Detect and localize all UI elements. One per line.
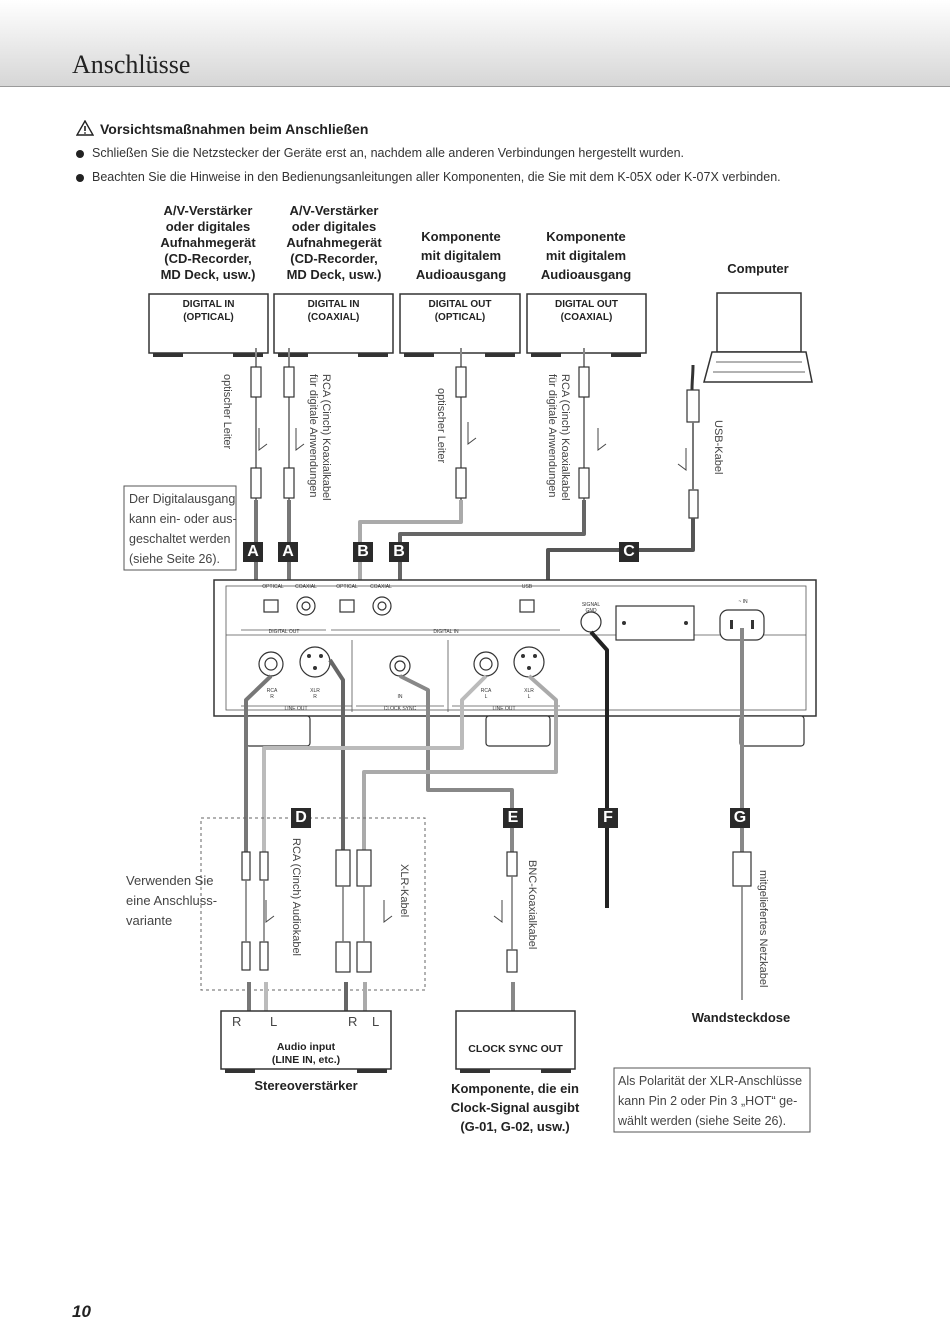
cable-label-coax-b: RCA (Cinch) Koaxialkabel für digitale An… bbox=[546, 374, 571, 501]
clock-device-box bbox=[455, 1010, 576, 1070]
device-box-digital-out-coaxial bbox=[526, 293, 647, 354]
badge-d-audio: D bbox=[291, 808, 311, 828]
device-box-digital-in-optical bbox=[148, 293, 269, 354]
panel-signal-gnd: SIGNAL GND bbox=[581, 602, 601, 614]
port-label-1: DIGITAL IN (OPTICAL) bbox=[182, 299, 235, 323]
clock-port-label: CLOCK SYNC OUT bbox=[468, 1043, 563, 1055]
variant-area bbox=[200, 817, 426, 991]
stereo-amp-box bbox=[220, 1010, 392, 1070]
page-header bbox=[0, 0, 950, 87]
amp-input-label: Audio input (LINE IN, etc.) bbox=[271, 1041, 341, 1066]
port-label-4: DIGITAL OUT (COAXIAL) bbox=[555, 299, 618, 323]
warning-heading-text: Vorsichtsmaßnahmen beim Anschließen bbox=[100, 121, 369, 137]
device-box-digital-out-optical bbox=[399, 293, 521, 354]
panel-rca-r: RCA R bbox=[266, 688, 278, 700]
badge-b-optical: B bbox=[353, 542, 373, 562]
device-label-av-1: A/V-Verstärker oder digitales Aufnahmege… bbox=[160, 203, 256, 282]
amp-name: Stereoverstärker bbox=[254, 1078, 358, 1093]
badge-g-power: G bbox=[730, 808, 750, 828]
device-label-comp-2: Komponente mit digitalem Audioausgang bbox=[540, 229, 632, 282]
panel-coaxial-2: COAXIAL bbox=[370, 584, 392, 590]
bullet-1: Schließen Sie die Netzstecker der Geräte… bbox=[76, 146, 684, 160]
badge-c-usb: C bbox=[619, 542, 639, 562]
warning-icon bbox=[75, 119, 95, 136]
device-label-computer: Computer bbox=[727, 261, 789, 276]
page-number: 10 bbox=[72, 1302, 91, 1321]
cable-label-usb: USB-Kabel bbox=[712, 420, 724, 475]
badge-a-coaxial: A bbox=[278, 542, 298, 562]
cable-label-xlr: XLR-Kabel bbox=[398, 864, 410, 918]
badge-f-gnd: F bbox=[598, 808, 618, 828]
device-box-digital-in-coaxial bbox=[273, 293, 394, 354]
page-title: Anschlüsse bbox=[72, 50, 191, 79]
laptop-icon bbox=[703, 292, 813, 383]
panel-line-out-1: LINE OUT bbox=[284, 706, 308, 712]
panel-optical-2: OPTICAL bbox=[336, 584, 358, 590]
panel-digital-in: DIGITAL IN bbox=[433, 629, 459, 635]
amp-r-2: R bbox=[348, 1014, 358, 1029]
note-digital-out: Der Digitalausgang kann ein- oder aus- g… bbox=[129, 492, 237, 566]
panel-usb: USB bbox=[521, 584, 533, 590]
port-label-3: DIGITAL OUT (OPTICAL) bbox=[428, 299, 492, 323]
cable-label-rca-audio: RCA (Cinch) Audiokabel bbox=[290, 838, 302, 957]
device-label-av-2: A/V-Verstärker oder digitales Aufnahmege… bbox=[286, 203, 382, 282]
panel-xlr-r: XLR R bbox=[310, 688, 320, 700]
amp-r-1: R bbox=[232, 1014, 242, 1029]
panel-ac-in: ~ IN bbox=[738, 599, 748, 605]
clock-device-name: Komponente, die ein Clock-Signal ausgibt… bbox=[450, 1081, 580, 1134]
cable-label-coax-a: RCA (Cinch) Koaxialkabel für digitale An… bbox=[307, 374, 332, 501]
wall-socket-label: Wandsteckdose bbox=[691, 1010, 791, 1025]
badge-e-bnc: E bbox=[503, 808, 523, 828]
cable-label-bnc: BNC-Koaxialkabel bbox=[526, 860, 538, 950]
cable-label-optical-a: optischer Leiter bbox=[221, 374, 233, 450]
port-label-2: DIGITAL IN (COAXIAL) bbox=[307, 299, 360, 323]
cable-label-optical-b: optischer Leiter bbox=[435, 388, 447, 464]
note-xlr-polarity: Als Polarität der XLR-Anschlüsse kann Pi… bbox=[618, 1074, 803, 1128]
warning-heading: Vorsichtsmaßnahmen beim Anschließen bbox=[75, 119, 369, 137]
panel-in: IN bbox=[397, 694, 403, 700]
bullet-2: Beachten Sie die Hinweise in den Bedienu… bbox=[76, 170, 781, 184]
note-variant: Verwenden Sie eine Anschluss- variante bbox=[126, 873, 218, 928]
panel-optical: OPTICAL bbox=[262, 584, 284, 590]
amp-l-2: L bbox=[372, 1014, 380, 1029]
amp-l-1: L bbox=[270, 1014, 278, 1029]
device-label-comp-1: Komponente mit digitalem Audioausgang bbox=[415, 229, 507, 282]
badge-b-coaxial: B bbox=[389, 542, 409, 562]
panel-rca-l: RCA L bbox=[480, 688, 492, 700]
panel-clock-sync: CLOCK SYNC bbox=[383, 706, 417, 712]
cable-label-power: mitgeliefertes Netzkabel bbox=[757, 870, 769, 988]
panel-line-out-2: LINE OUT bbox=[492, 706, 516, 712]
panel-digital-out: DIGITAL OUT bbox=[268, 629, 300, 635]
panel-coaxial: COAXIAL bbox=[295, 584, 317, 590]
panel-xlr-l: XLR L bbox=[524, 688, 534, 700]
badge-a-optical: A bbox=[243, 542, 263, 562]
